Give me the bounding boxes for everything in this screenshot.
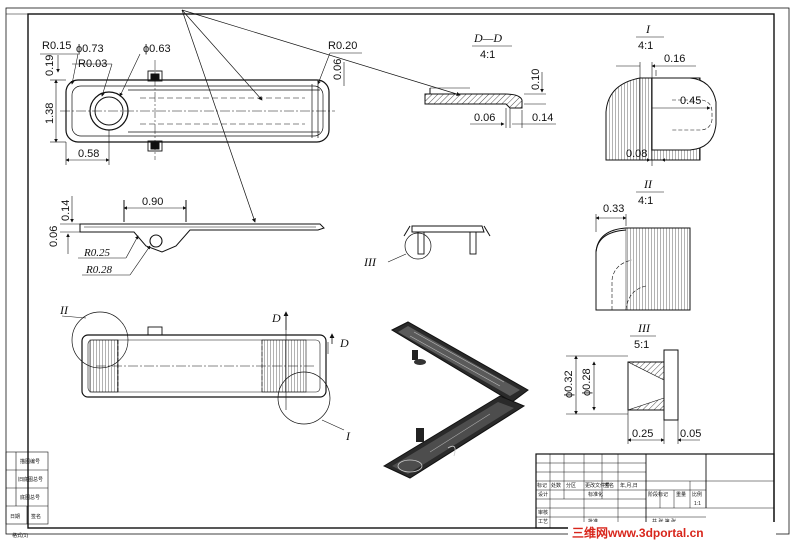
dim-dd-014: 0.14 [532, 112, 553, 124]
callout-i: I [345, 429, 351, 443]
watermark-background [568, 522, 776, 542]
dim-r003: R0.03 [78, 58, 107, 70]
dim-phi073: ϕ0.73 [76, 43, 104, 55]
dim-iii-005: 0.05 [680, 428, 701, 440]
detail-ii-title: II [643, 177, 653, 191]
dim-r025: R0.25 [83, 247, 110, 259]
detail-iii-drawing [566, 349, 700, 444]
dim-i-008: 0.08 [626, 148, 647, 160]
dim-iii-025: 0.25 [632, 428, 653, 440]
callout-ii: II [59, 303, 69, 317]
side-label-sign: 签名 [31, 513, 41, 520]
plan-view [61, 311, 345, 431]
tb-process: 工艺 [538, 519, 548, 525]
detail-ii-scale: 4:1 [638, 195, 653, 207]
dim-dd-006: 0.06 [474, 112, 495, 124]
top-view [60, 60, 335, 160]
dim-iii-phi028: ϕ0.28 [581, 368, 593, 396]
side-label-3: 底图总号 [20, 494, 40, 501]
detail-i-title: I [645, 22, 651, 36]
tb-zone: 分区 [566, 482, 576, 489]
dim-r015: R0.15 [42, 40, 71, 52]
dim-r020: R0.20 [328, 40, 357, 52]
tb-design: 设计 [538, 491, 548, 498]
format-label: 格式(1) [12, 532, 28, 539]
dim-dd-010: 0.10 [530, 69, 542, 90]
dim-090: 0.90 [142, 196, 163, 208]
tb-mark: 标记 [537, 482, 547, 489]
side-registration-table [5, 451, 49, 525]
tb-date: 年,月,日 [620, 482, 638, 489]
tb-standard: 标准化 [588, 491, 603, 498]
front-view-dimension-lines [60, 196, 187, 276]
callout-iii: III [363, 255, 377, 269]
section-mark-d-upper: D [271, 311, 281, 325]
tb-stage: 阶段标记 [648, 491, 668, 498]
dim-phi063: ϕ0.63 [143, 43, 171, 55]
section-mark-d-right: D [339, 336, 349, 350]
tb-sheets: 共 张 第 张 [652, 518, 676, 525]
side-label-1: 描图编号 [20, 458, 40, 465]
dim-014: 0.14 [60, 200, 72, 221]
tb-weight: 重量 [676, 491, 686, 498]
dim-058: 0.58 [78, 148, 99, 160]
dim-ii-033: 0.33 [603, 203, 624, 215]
title-block [535, 453, 775, 529]
section-dd-title: D—D [473, 31, 502, 45]
side-label-2: 旧底图总号 [18, 476, 43, 483]
side-label-date: 日期 [10, 514, 20, 520]
section-dd-profile [424, 87, 523, 109]
tb-approve: 批准 [588, 518, 598, 525]
dim-019: 0.19 [44, 55, 56, 76]
detail-i-drawing [605, 62, 717, 166]
detail-i-scale: 4:1 [638, 40, 653, 52]
section-arrows [283, 311, 335, 344]
isometric-view-bottom [382, 395, 526, 479]
tb-review: 审核 [538, 509, 548, 516]
dim-iii-phi032: ϕ0.32 [563, 370, 575, 398]
tb-scale: 比例 [692, 491, 702, 498]
section-dd-scale: 4:1 [480, 49, 495, 61]
tb-scale-value: 1:1 [694, 501, 701, 507]
detail-ii-drawing [595, 214, 691, 311]
isometric-view-top [390, 321, 529, 403]
tb-change-doc: 更改文件号 [585, 482, 610, 489]
dim-138: 1.38 [44, 103, 56, 124]
detail-iii-title: III [637, 321, 651, 335]
dim-i-045: 0.45 [680, 95, 701, 107]
tb-sign: 签名 [604, 482, 614, 489]
side-view [387, 225, 491, 263]
tb-count: 处数 [551, 482, 561, 489]
detail-iii-scale: 5:1 [634, 339, 649, 351]
section-dd-dims [470, 72, 556, 128]
dim-top-006: 0.06 [332, 59, 344, 80]
top-view-dimension-lines [40, 52, 362, 165]
dim-i-016: 0.16 [664, 53, 685, 65]
front-view [79, 200, 325, 253]
dim-front-006: 0.06 [48, 226, 60, 247]
sheet-border [5, 7, 790, 535]
watermark-text: 三维网www.3dportal.cn [572, 525, 704, 540]
dim-r028: R0.28 [85, 264, 112, 276]
leader-lines [181, 9, 461, 223]
